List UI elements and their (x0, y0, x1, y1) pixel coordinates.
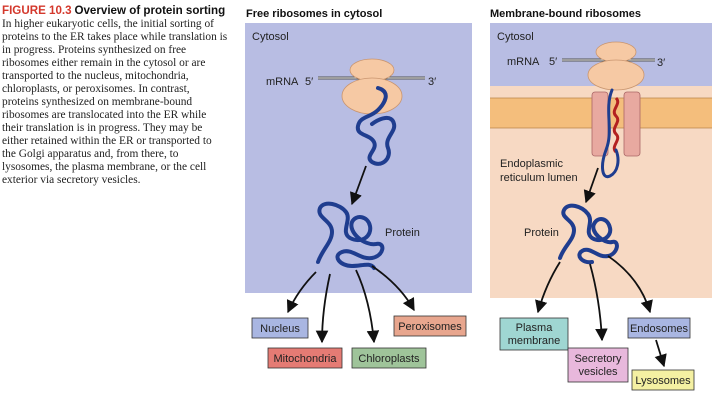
right-box-secretory-label-1: Secretory (574, 353, 622, 365)
left-folded-protein (316, 201, 385, 270)
right-protein-label: Protein (524, 227, 559, 239)
left-panel-title: Free ribosomes in cytosol (246, 8, 383, 20)
left-arrow-peroxisomes (371, 265, 415, 312)
right-five-prime: 5′ (549, 56, 557, 68)
left-arrow-chloroplasts (355, 269, 380, 344)
figure-heading: Overview of protein sorting (74, 4, 226, 17)
right-arrow-plasma-membrane (535, 261, 561, 314)
right-box-secretory-vesicles (567, 347, 629, 383)
left-mrna-label: mRNA (266, 76, 299, 88)
right-nascent-chain (601, 88, 620, 179)
right-arrow-endosomes (607, 255, 653, 314)
left-box-mitochondria (267, 347, 343, 369)
left-cytosol-label: Cytosol (252, 31, 289, 43)
right-three-prime: 3′ (657, 57, 665, 69)
right-box-plasma-label-1: Plasma (516, 322, 554, 334)
left-five-prime: 5′ (305, 76, 313, 88)
er-lumen-label-1: Endoplasmic (500, 158, 563, 170)
left-box-mitochondria-label: Mitochondria (274, 353, 338, 365)
right-box-lysosomes-label: Lysosomes (635, 375, 691, 387)
right-cytosol-label: Cytosol (497, 31, 534, 43)
left-box-chloroplasts-label: Chloroplasts (358, 353, 420, 365)
figure-caption: FIGURE 10.3 Overview of protein sorting … (2, 4, 228, 187)
right-arrow-lysosomes (654, 339, 667, 368)
translocon-channel (591, 91, 641, 157)
right-box-lysosomes (631, 369, 695, 391)
right-mrna-label: mRNA (507, 56, 540, 68)
right-box-plasma-label-2: membrane (508, 335, 561, 347)
right-arrow-secretory-vesicles (589, 263, 608, 342)
right-box-secretory-label-2: vesicles (578, 366, 618, 378)
left-arrow-mitochondria (315, 273, 331, 344)
caption-body: In higher eukaryotic cells, the initial … (2, 18, 228, 186)
left-three-prime: 3′ (428, 76, 436, 88)
left-box-peroxisomes-label: Peroxisomes (398, 321, 462, 333)
left-box-nucleus (251, 317, 309, 339)
right-box-endosomes-label: Endosomes (630, 323, 689, 335)
left-arrow-to-protein (350, 165, 367, 206)
left-protein-label: Protein (385, 227, 420, 239)
figure-label: FIGURE 10.3 (2, 4, 72, 17)
left-nascent-chain (355, 86, 397, 166)
left-box-chloroplasts (351, 347, 427, 369)
left-arrow-nucleus (286, 271, 317, 314)
right-box-plasma-membrane (499, 317, 569, 351)
er-lumen-label-2: reticulum lumen (500, 172, 578, 184)
right-folded-protein (558, 203, 619, 265)
left-box-peroxisomes (393, 315, 467, 337)
right-ribosome (587, 41, 645, 91)
right-box-endosomes (627, 317, 691, 339)
left-box-nucleus-label: Nucleus (260, 323, 300, 335)
signal-sequence (612, 96, 620, 154)
left-ribosome (341, 58, 403, 115)
right-panel-title: Membrane-bound ribosomes (490, 8, 641, 20)
right-arrow-to-protein (583, 167, 599, 204)
